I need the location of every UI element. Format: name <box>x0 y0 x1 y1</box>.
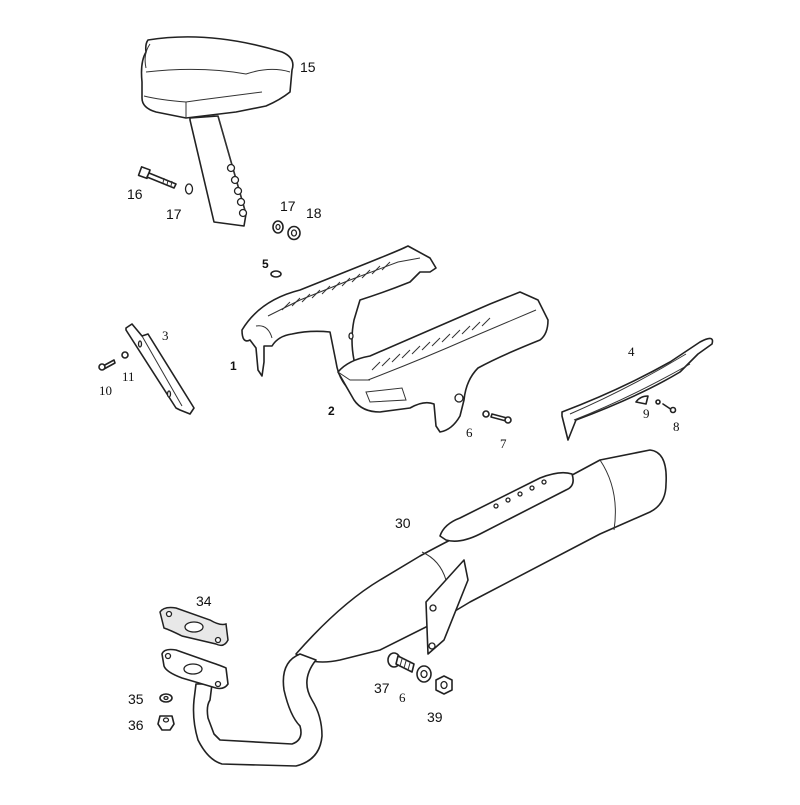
backrest-part <box>140 36 294 227</box>
callout-5: 5 <box>262 257 269 271</box>
callout-36: 36 <box>128 717 144 733</box>
clip-5 <box>270 270 282 278</box>
exhaust-silencer-30 <box>192 449 667 767</box>
callout-17-right: 17 <box>280 198 296 214</box>
right-side-cover-part <box>337 291 549 433</box>
callout-4: 4 <box>628 344 635 359</box>
washer-screw-8-9 <box>655 399 677 414</box>
callout-3: 3 <box>162 328 169 343</box>
nuts-35-36 <box>157 693 175 731</box>
callout-15: 15 <box>300 59 316 75</box>
callout-16: 16 <box>127 186 143 202</box>
callout-7: 7 <box>500 436 507 451</box>
callout-35: 35 <box>128 691 144 707</box>
callout-2: 2 <box>328 404 335 418</box>
callout-30: 30 <box>395 515 411 531</box>
callout-18: 18 <box>306 205 322 221</box>
callout-34: 34 <box>196 593 212 609</box>
callout-6-lower: 6 <box>399 690 406 705</box>
callout-37: 37 <box>374 680 390 696</box>
washer-nut-17-18 <box>272 220 301 241</box>
screw-washer-10-11 <box>98 351 129 371</box>
callout-10: 10 <box>99 383 112 398</box>
bolt-16 <box>137 166 177 189</box>
footrest-bar-4 <box>561 337 714 441</box>
washer-screw-6-7 <box>482 410 512 424</box>
callout-8: 8 <box>673 419 680 434</box>
callout-6-upper: 6 <box>466 425 473 440</box>
callout-1: 1 <box>230 359 237 373</box>
gasket-34 <box>159 606 229 690</box>
callout-39: 39 <box>427 709 443 725</box>
bracket-3 <box>125 323 195 415</box>
callout-9: 9 <box>643 406 650 421</box>
callout-17-left: 17 <box>166 206 182 222</box>
bolt-washer-nut-37-6-39 <box>387 652 453 695</box>
callout-11: 11 <box>122 369 135 384</box>
washer-17-left <box>184 183 194 195</box>
